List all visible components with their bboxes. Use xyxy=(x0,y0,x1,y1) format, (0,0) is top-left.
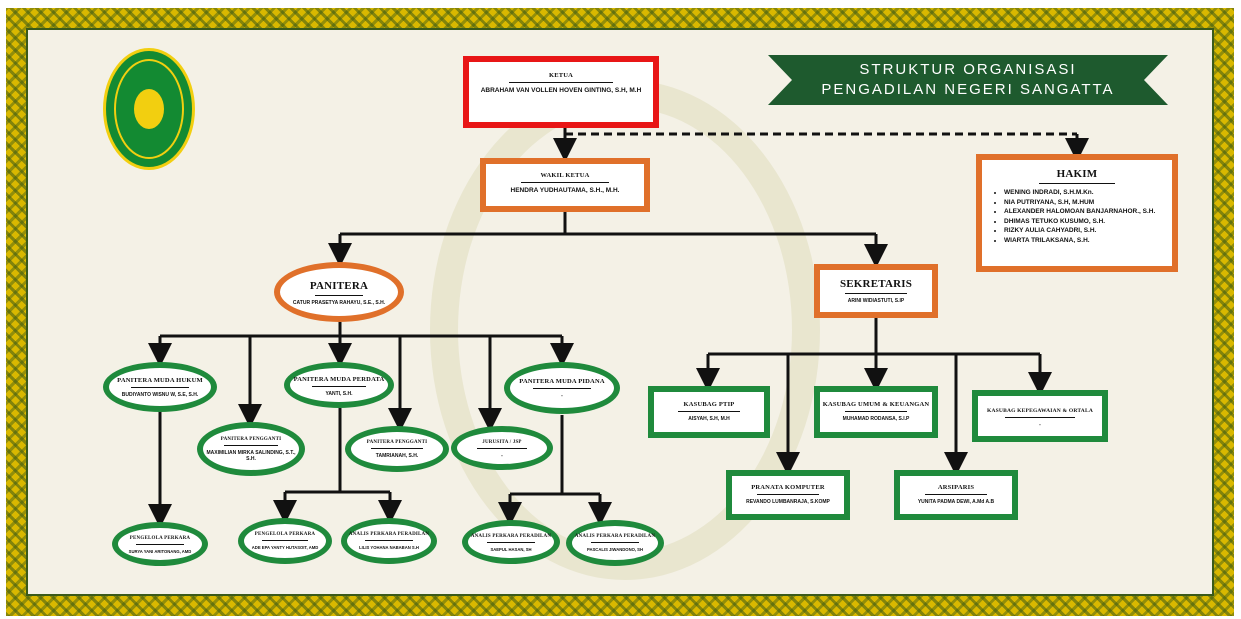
node-name: SURYA YANI ARITONANG, AMD xyxy=(128,549,192,554)
node-name: ABRAHAM VAN VOLLEN HOVEN GINTING, S.H, M… xyxy=(480,87,642,94)
node-title: PENGELOLA PERKARA xyxy=(254,532,316,537)
node-name: YANTI, S.H. xyxy=(325,391,353,397)
node-name: YUNITA PADMA DEWI, A.Md A.B xyxy=(917,499,995,505)
hakim-member: WIARTA TRILAKSANA, S.H. xyxy=(1004,236,1172,246)
node-title: KASUBAG UMUM & KEUANGAN xyxy=(822,401,930,408)
hakim-member: DHIMAS TETUKO KUSUMO, S.H. xyxy=(1004,217,1172,227)
node-name: TAMRIANAH, S.H. xyxy=(375,453,419,459)
court-logo-emblem xyxy=(103,48,195,170)
node-name: - xyxy=(1039,422,1041,428)
node-analis-perkara-3: ANALIS PERKARA PERADILAN PASCALIS JIWAND… xyxy=(566,520,664,566)
node-jurusita: JURUSITA / JSP - xyxy=(451,426,553,470)
node-kasubag-kepegawaian: KASUBAG KEPEGAWAIAN & ORTALA - xyxy=(972,390,1108,442)
node-name: - xyxy=(501,453,503,459)
title-banner: STRUKTUR ORGANISASI PENGADILAN NEGERI SA… xyxy=(768,55,1168,105)
node-title: PANITERA MUDA PERDATA xyxy=(293,376,385,383)
node-panitera-muda-hukum: PANITERA MUDA HUKUM BUDIYANTO WISNU W, S… xyxy=(103,362,217,412)
node-kasubag-umum: KASUBAG UMUM & KEUANGAN MUHAMAD RODANSA,… xyxy=(814,386,938,438)
node-title: PENGELOLA PERKARA xyxy=(129,536,191,541)
node-name: LILIS YOHANA NABABAN S.H xyxy=(359,545,419,550)
node-name: ADE EPA YANTY HUTASOIT, AMD xyxy=(251,545,319,550)
node-sekretaris: SEKRETARIS ARINI WIDIASTUTI, S.IP xyxy=(814,264,938,318)
hakim-member: WENING INDRADI, S.H.M.Kn. xyxy=(1004,188,1172,198)
node-title: ANALIS PERKARA PERADILAN xyxy=(470,534,552,539)
node-title: PANITERA PENGGANTI xyxy=(220,437,282,442)
node-title: WAKIL KETUA xyxy=(540,172,590,179)
node-name: CATUR PRASETYA RAHAYU, S.E., S.H. xyxy=(292,300,386,306)
node-name: REVANDO LUMBANRAJA, S.KOMP xyxy=(746,499,830,505)
node-name: - xyxy=(561,393,563,399)
node-title: ANALIS PERKARA PERADILAN xyxy=(348,532,430,537)
node-name: MAXIMILIAN MIRKA SALINDING, S.T., S.H. xyxy=(206,450,296,462)
node-hakim: HAKIM WENING INDRADI, S.H.M.Kn.NIA PUTRI… xyxy=(976,154,1178,272)
node-pranata-komputer: PRANATA KOMPUTER REVANDO LUMBANRAJA, S.K… xyxy=(726,470,850,520)
node-title: SEKRETARIS xyxy=(839,278,913,290)
node-name: SAEPUL HASAN, SH xyxy=(490,547,532,552)
node-name: AISYAH, S.H, M.H xyxy=(688,416,730,422)
node-analis-perkara-2: ANALIS PERKARA PERADILAN SAEPUL HASAN, S… xyxy=(462,520,560,564)
node-title: PANITERA MUDA HUKUM xyxy=(117,377,203,384)
node-analis-perkara-1: ANALIS PERKARA PERADILAN LILIS YOHANA NA… xyxy=(341,518,437,564)
node-panitera-pengganti-2: PANITERA PENGGANTI TAMRIANAH, S.H. xyxy=(345,426,449,472)
hakim-member: ALEXANDER HALOMOAN BANJARNAHOR., S.H. xyxy=(1004,207,1172,217)
node-title: PANITERA PENGGANTI xyxy=(366,440,428,445)
node-name: MUHAMAD RODANSA, S.I.P xyxy=(842,416,910,422)
node-panitera-muda-pidana: PANITERA MUDA PIDANA - xyxy=(504,362,620,414)
node-name: ARINI WIDIASTUTI, S.IP xyxy=(847,298,905,304)
node-pengelola-perkara-1: PENGELOLA PERKARA SURYA YANI ARITONANG, … xyxy=(112,522,208,566)
node-title: KASUBAG KEPEGAWAIAN & ORTALA xyxy=(987,408,1093,414)
node-pengelola-perkara-2: PENGELOLA PERKARA ADE EPA YANTY HUTASOIT… xyxy=(238,518,332,564)
hakim-member-list: WENING INDRADI, S.H.M.Kn.NIA PUTRIYANA, … xyxy=(996,188,1172,245)
node-title: KETUA xyxy=(548,72,574,79)
banner-line-2: PENGADILAN NEGERI SANGATTA xyxy=(821,81,1115,98)
node-name: BUDIYANTO WISNU W, S.E, S.H. xyxy=(121,392,199,398)
node-panitera: PANITERA CATUR PRASETYA RAHAYU, S.E., S.… xyxy=(274,262,404,322)
node-kasubag-ptip: KASUBAG PTIP AISYAH, S.H, M.H xyxy=(648,386,770,438)
banner-line-1: STRUKTUR ORGANISASI xyxy=(859,61,1077,78)
node-panitera-pengganti-1: PANITERA PENGGANTI MAXIMILIAN MIRKA SALI… xyxy=(197,422,305,476)
hakim-member: NIA PUTRIYANA, S.H, M.HUM xyxy=(1004,198,1172,208)
node-title: PANITERA xyxy=(309,280,369,292)
hakim-member: RIZKY AULIA CAHYADRI, S.H. xyxy=(1004,226,1172,236)
node-wakil-ketua: WAKIL KETUA HENDRA YUDHAUTAMA, S.H., M.H… xyxy=(480,158,650,212)
node-title: HAKIM xyxy=(1056,168,1098,180)
node-title: PRANATA KOMPUTER xyxy=(751,484,825,491)
node-arsiparis: ARSIPARIS YUNITA PADMA DEWI, A.Md A.B xyxy=(894,470,1018,520)
node-title: JURUSITA / JSP xyxy=(482,440,522,445)
node-title: PANITERA MUDA PIDANA xyxy=(519,378,605,385)
node-title: ANALIS PERKARA PERADILAN xyxy=(574,534,656,539)
node-ketua: KETUA ABRAHAM VAN VOLLEN HOVEN GINTING, … xyxy=(463,56,659,128)
node-name: PASCALIS JIWANDONO, SH xyxy=(587,547,643,552)
node-panitera-muda-perdata: PANITERA MUDA PERDATA YANTI, S.H. xyxy=(284,362,394,408)
node-title: KASUBAG PTIP xyxy=(683,401,735,408)
node-name: HENDRA YUDHAUTAMA, S.H., M.H. xyxy=(510,187,620,194)
node-title: ARSIPARIS xyxy=(937,484,975,491)
